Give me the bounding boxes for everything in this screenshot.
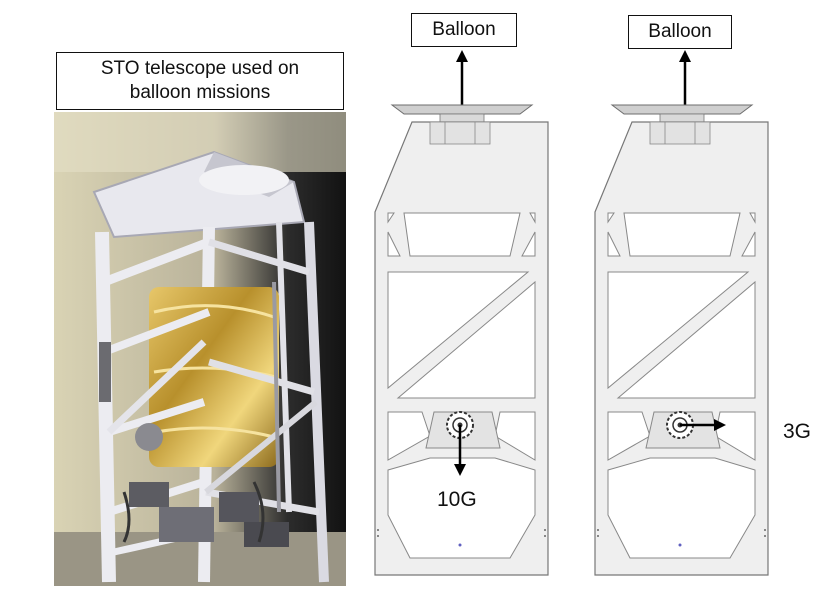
gondola-frame-diagram-2 <box>594 50 769 576</box>
gondola-frame-diagram-1 <box>374 50 549 576</box>
force-label-3g: 3G <box>783 420 812 443</box>
force-label-10g: 10G <box>437 488 477 511</box>
balloon-label-1: Balloon <box>411 13 517 47</box>
sto-telescope-photo <box>54 112 346 586</box>
photo-caption: STO telescope used on balloon missions <box>56 52 344 110</box>
balloon-label-2: Balloon <box>628 15 732 49</box>
